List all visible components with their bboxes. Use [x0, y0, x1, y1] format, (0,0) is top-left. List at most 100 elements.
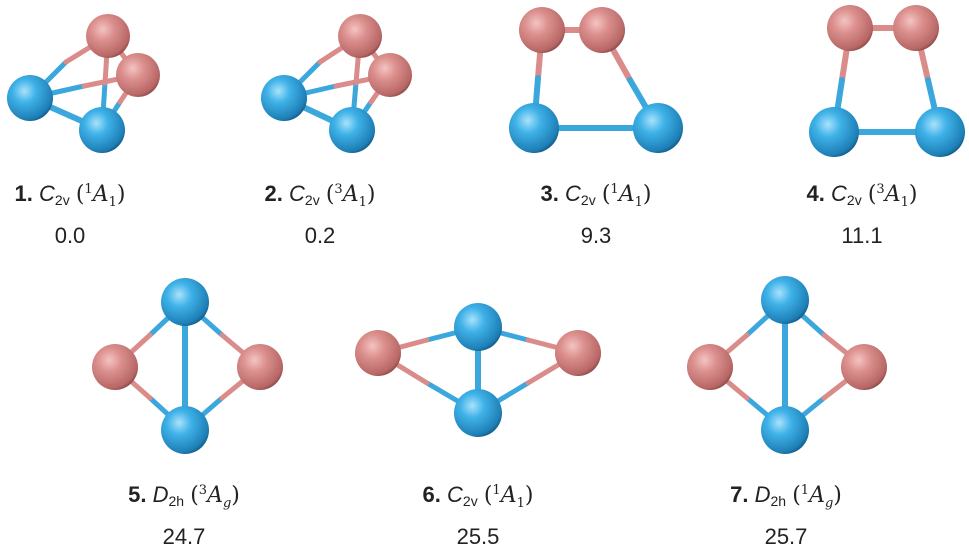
point-group-letter: C	[565, 181, 581, 206]
caption-structure-7: 7. D2h (1Ag) 25.7	[686, 478, 886, 550]
spin-multiplicity: 1	[800, 483, 810, 498]
structure-number: 2.	[264, 181, 283, 206]
atom-pink	[338, 14, 382, 58]
term-subscript: 1	[634, 195, 643, 210]
atom-pink	[86, 14, 130, 58]
atom-blue	[761, 276, 809, 324]
atom-pink	[687, 344, 733, 390]
atom-blue	[79, 107, 125, 153]
spin-multiplicity: 3	[334, 182, 343, 197]
point-group-subscript: 2v	[846, 192, 862, 208]
point-group: D2h	[152, 482, 185, 509]
molecule-7-svg	[687, 276, 887, 454]
term-symbol: (1Ag)	[792, 483, 842, 511]
atom-blue	[809, 107, 859, 157]
spin-multiplicity: 1	[610, 182, 619, 197]
caption-structure-6: 6. C2v (1A1) 25.5	[378, 478, 578, 550]
molecule-2-svg	[261, 14, 412, 153]
atom-blue	[261, 75, 307, 121]
term-symbol: (1A1)	[483, 483, 534, 511]
term-subscript: 1	[516, 496, 525, 511]
atom-blue	[761, 406, 809, 454]
caption-structure-2: 2. C2v (3A1) 0.2	[220, 177, 420, 249]
atom-blue	[7, 75, 53, 121]
atom-pink	[355, 330, 401, 376]
atom-blue	[161, 406, 209, 454]
atom-pink	[368, 53, 412, 97]
structure-number: 3.	[540, 181, 559, 206]
caption-structure-5: 5. D2h (3Ag) 24.7	[84, 478, 284, 550]
relative-energy: 25.5	[456, 524, 500, 549]
point-group-subscript: 2v	[304, 192, 320, 208]
point-group: C2v	[447, 482, 478, 509]
atom-blue	[454, 389, 502, 437]
point-group-subscript: 2v	[54, 192, 70, 208]
atom-pink	[116, 53, 160, 97]
term-subscript: g	[824, 496, 834, 511]
point-group-letter: C	[39, 181, 55, 206]
term-symbol: (1A1)	[75, 182, 126, 210]
structure-2-model	[250, 0, 490, 165]
atom-pink	[519, 7, 565, 53]
point-group-subscript: 2v	[462, 493, 478, 509]
structure-number: 6.	[422, 482, 441, 507]
atom-blue	[509, 103, 559, 153]
structure-5-model	[60, 270, 310, 465]
term-letter: A	[809, 483, 825, 508]
point-group-letter: D	[754, 482, 771, 507]
label-line: 2. C2v (3A1)	[220, 177, 420, 216]
caption-structure-3: 3. C2v (1A1) 9.3	[496, 177, 696, 249]
caption-structure-4: 4. C2v (3A1) 11.1	[762, 177, 962, 249]
molecule-5-svg	[92, 278, 283, 454]
point-group-subscript: 2v	[580, 192, 596, 208]
structure-number: 5.	[128, 482, 147, 507]
point-group: C2v	[831, 181, 862, 208]
structure-number: 7.	[730, 482, 749, 507]
atom-pink	[555, 330, 601, 376]
label-line: 5. D2h (3Ag)	[84, 478, 284, 517]
spin-multiplicity: 1	[84, 182, 93, 197]
molecule-1-svg	[7, 14, 160, 153]
label-line: 3. C2v (1A1)	[496, 177, 696, 216]
spin-multiplicity: 3	[198, 483, 208, 498]
term-letter: A	[342, 182, 359, 207]
atom-blue	[329, 107, 375, 153]
relative-energy: 0.0	[54, 223, 86, 248]
relative-energy: 11.1	[841, 223, 883, 248]
label-line: 1. C2v (1A1)	[0, 177, 170, 216]
term-symbol: (3A1)	[867, 182, 918, 210]
relative-energy: 25.7	[764, 524, 808, 549]
molecule-3-svg	[509, 7, 683, 153]
bonds	[707, 297, 867, 433]
label-line: 7. D2h (1Ag)	[686, 478, 886, 517]
structure-3-model	[500, 0, 720, 165]
term-symbol: (3Ag)	[190, 483, 240, 511]
structure-number: 1.	[14, 181, 33, 206]
term-letter: A	[884, 182, 901, 207]
point-group-letter: C	[831, 181, 847, 206]
point-group-letter: D	[152, 482, 169, 507]
point-group-subscript: 2h	[168, 493, 185, 509]
structure-7-model	[660, 270, 910, 465]
spin-multiplicity: 3	[876, 182, 885, 197]
relative-energy: 9.3	[580, 223, 612, 248]
atom-pink	[841, 344, 887, 390]
term-letter: A	[92, 182, 109, 207]
spin-multiplicity: 1	[492, 483, 501, 498]
caption-structure-1: 1. C2v (1A1) 0.0	[0, 177, 170, 249]
point-group: C2v	[39, 181, 70, 208]
relative-energy: 24.7	[162, 524, 206, 549]
structure-1-model	[0, 0, 240, 165]
point-group-subscript: 2h	[770, 493, 787, 509]
term-letter: A	[618, 182, 635, 207]
point-group: C2v	[289, 181, 320, 208]
atom-pink	[893, 5, 939, 51]
atom-pink	[827, 5, 873, 51]
atom-blue	[161, 278, 209, 326]
term-subscript: 1	[900, 195, 909, 210]
structure-number: 4.	[806, 181, 825, 206]
molecule-4-svg	[809, 5, 965, 157]
atom-blue	[633, 103, 683, 153]
term-letter: A	[500, 483, 517, 508]
term-subscript: 1	[108, 195, 117, 210]
